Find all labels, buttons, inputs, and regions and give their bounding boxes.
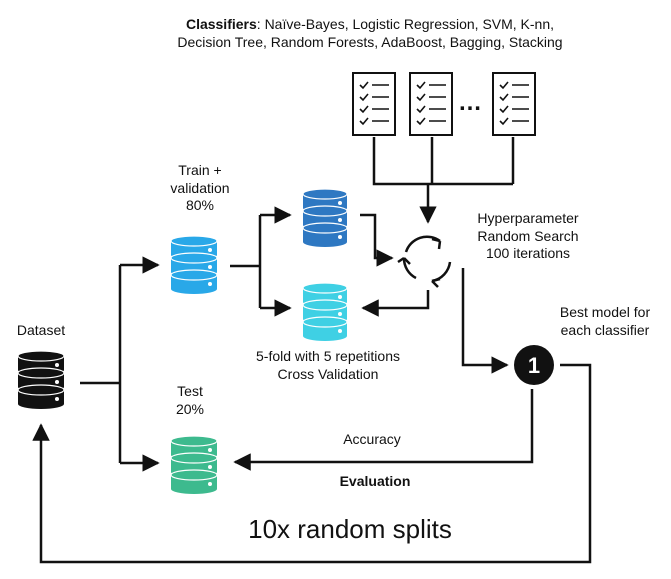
best-model-badge: 1 [514,345,554,385]
classifier-checklists [352,72,536,136]
dataset-label: Dataset [16,322,66,338]
classifiers-line1: Naïve-Bayes, Logistic Regression, SVM, K… [264,16,555,32]
train-pct: 80% [185,197,215,213]
test-caption: Test 20% [150,383,230,418]
train-caption: Train + validation 80% [150,162,250,215]
hyperparameter-line2: Random Search [477,227,579,244]
fold-database-dark-icon [302,188,348,247]
accuracy-label: Accuracy [343,431,401,447]
best-model-line2: each classifier [560,321,650,338]
arrow-to-test-evaluation [233,389,534,471]
cv-line2: Cross Validation [277,365,379,382]
arrow-fold-to-search [360,213,394,267]
arrow-to-best-model [461,268,509,374]
arrow-search-to-fold [361,290,430,317]
best-model-badge-number: 1 [528,353,540,378]
hyperparameter-line3: 100 iterations [485,245,571,261]
classifiers-join-line [372,137,513,186]
train-database-icon [170,235,218,294]
test-database-icon [170,435,218,494]
checklist-icon [409,72,453,136]
classifiers-caption: Classifiers: Naïve-Bayes, Logistic Regre… [177,16,563,50]
fold-database-light-icon [302,282,348,341]
train-line1: Train + [178,162,222,178]
classifiers-line2: Decision Tree, Random Forests, AdaBoost,… [177,33,563,50]
cv-caption: 5-fold with 5 repetitions Cross Validati… [218,348,438,383]
checklist-icon [352,72,396,136]
best-model-caption: Best model for each classifier [540,304,670,339]
cycle-arrows-icon [397,235,452,288]
test-line1: Test [177,383,203,399]
train-line2: validation [170,179,230,196]
dataset-database-icon [17,350,65,409]
evaluation-label: Evaluation [339,473,411,489]
ellipsis-text: … [458,89,482,116]
test-pct: 20% [175,400,205,417]
best-model-line1: Best model for [559,304,651,320]
checklist-icon [492,72,536,136]
hyperparameter-caption: Hyperparameter Random Search 100 iterati… [448,210,608,263]
cv-line1: 5-fold with 5 repetitions [256,348,400,364]
classifiers-label: Classifiers [185,16,257,32]
splits-label: 10x random splits [248,514,452,544]
arrow-loop-splits [32,363,592,564]
hyperparameter-line1: Hyperparameter [477,210,579,226]
connectors [32,137,592,564]
